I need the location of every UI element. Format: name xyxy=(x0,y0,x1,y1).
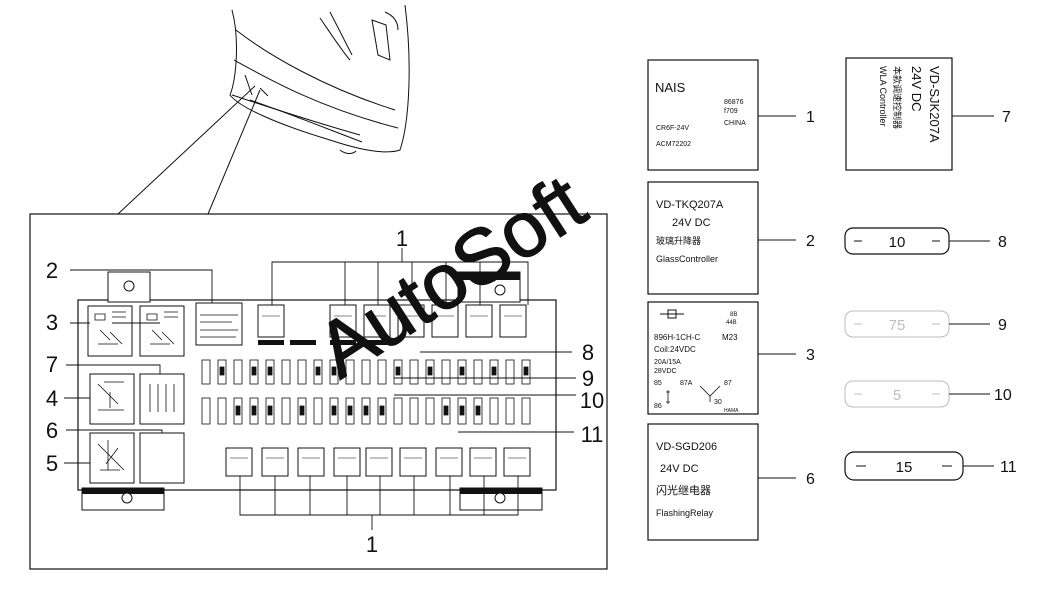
m23-variant: M23 xyxy=(722,333,738,342)
callout-9: 9 xyxy=(582,366,594,391)
callout-6: 6 xyxy=(46,418,58,443)
detail-glass-controller: VD-TKQ207A 24V DC 玻璃升降器 GlassController … xyxy=(647,181,815,295)
m23-top-code2: 44B xyxy=(726,320,737,326)
callout-3: 3 xyxy=(46,310,58,335)
relay-3b xyxy=(139,305,185,357)
detail-wla-controller: VD-SJK207A 24V DC 本款调速控制器 WLA Controller… xyxy=(845,57,1011,171)
m23-coil: Coil:24VDC xyxy=(654,345,696,354)
m23-pin87: 87 xyxy=(724,380,732,387)
flash-line3: 闪光继电器 xyxy=(656,483,711,497)
nais-part: ACM72202 xyxy=(656,141,691,148)
leader-line-left xyxy=(117,85,256,215)
mount-hole-icon xyxy=(494,492,506,504)
m23-model: 896H-1CH-C xyxy=(654,333,700,342)
relay-3a xyxy=(87,305,133,357)
nais-brand: NAIS xyxy=(655,80,686,95)
mount-hole-icon xyxy=(123,280,135,292)
relay-7 xyxy=(139,373,185,425)
m23-pin87a: 87A xyxy=(680,380,693,387)
mini-relay xyxy=(465,304,493,338)
mount-hole-icon xyxy=(121,492,133,504)
m23-rating1: 20A/15A xyxy=(654,359,681,366)
fuse-5-value: 5 xyxy=(893,387,901,404)
nais-origin: CHINA xyxy=(724,120,746,127)
nais-code1: 86876 xyxy=(724,99,744,106)
flash-line4: FlashingRelay xyxy=(656,508,714,518)
detail-callout-7: 7 xyxy=(1002,109,1011,126)
detail-relay-m23: 8B 44B 896H-1CH-C M23 Coil:24VDC 20A/15A… xyxy=(647,301,815,415)
detail-callout-11: 11 xyxy=(1000,459,1017,476)
m23-pin86: 86 xyxy=(654,403,662,410)
fuse-rows xyxy=(201,359,531,425)
detail-callout-6: 6 xyxy=(806,471,815,488)
fuse-15-value: 15 xyxy=(896,459,913,476)
leader-line-right xyxy=(207,89,261,215)
mini-relay xyxy=(431,304,459,338)
detail-callout-9: 9 xyxy=(998,317,1007,334)
detail-callout-3: 3 xyxy=(806,347,815,364)
top-relay-row xyxy=(257,304,527,345)
wla-line1: VD-SJK207A xyxy=(927,66,942,143)
callout-2: 2 xyxy=(46,258,58,283)
relay-4 xyxy=(89,373,135,425)
fuse-75-value: 75 xyxy=(889,317,906,334)
callout-5: 5 xyxy=(46,451,58,476)
callout-1-top: 1 xyxy=(396,226,408,251)
callout-1-bottom: 1 xyxy=(366,532,378,557)
m23-pin30: 30 xyxy=(714,399,722,406)
main-leaders xyxy=(64,248,576,530)
mini-relay xyxy=(329,304,357,338)
detail-callout-8: 8 xyxy=(998,234,1007,251)
detail-fuse-15: 15 11 xyxy=(844,451,1017,481)
mini-relay xyxy=(499,304,527,338)
mini-relay xyxy=(397,304,425,338)
glass-line1: VD-TKQ207A xyxy=(656,199,724,211)
mount-hole-icon xyxy=(494,284,506,296)
glass-line4: GlassController xyxy=(656,254,718,264)
callout-4: 4 xyxy=(46,386,58,411)
glass-line3: 玻璃升降器 xyxy=(656,235,701,246)
nais-code2: f709 xyxy=(724,108,738,115)
detail-fuse-5: 5 10 xyxy=(844,380,1012,408)
flash-line2: 24V DC xyxy=(660,463,699,475)
detail-callout-2: 2 xyxy=(806,233,815,250)
mini-relay xyxy=(363,304,391,338)
bottom-relay-row xyxy=(225,447,531,477)
callout-8: 8 xyxy=(582,340,594,365)
wla-line3: 本款调速控制器 xyxy=(892,66,903,129)
detail-callout-1: 1 xyxy=(806,109,815,126)
wla-line4: WLA Controller xyxy=(878,66,888,127)
flash-line1: VD-SGD206 xyxy=(656,441,717,453)
board-controller xyxy=(195,302,243,346)
m23-top-code1: 8B xyxy=(730,312,737,318)
detail-callout-10: 10 xyxy=(994,387,1012,404)
callout-11: 11 xyxy=(581,422,604,447)
relay-6 xyxy=(139,432,185,484)
m23-rating2: 28VDC xyxy=(654,368,677,375)
detail-flashing-relay: VD-SGD206 24V DC 闪光继电器 FlashingRelay 6 xyxy=(647,423,815,541)
vehicle-corner-sketch xyxy=(229,4,410,154)
detail-fuse-75: 75 9 xyxy=(844,310,1007,338)
detail-fuse-10: 10 8 xyxy=(844,227,1007,255)
detail-nais-relay: NAIS 86876 f709 CHINA CR6F-24V ACM72202 … xyxy=(647,59,815,171)
callout-7: 7 xyxy=(46,352,58,377)
m23-maker: HAMA xyxy=(724,408,739,414)
callout-10: 10 xyxy=(580,388,604,413)
fuse-10-value: 10 xyxy=(889,234,906,251)
mini-relay xyxy=(257,304,285,338)
wla-line2: 24V DC xyxy=(909,66,924,112)
fuse-relay-board xyxy=(77,271,557,511)
m23-pin85: 85 xyxy=(654,380,662,387)
glass-line2: 24V DC xyxy=(672,217,711,229)
nais-model: CR6F-24V xyxy=(656,125,689,132)
